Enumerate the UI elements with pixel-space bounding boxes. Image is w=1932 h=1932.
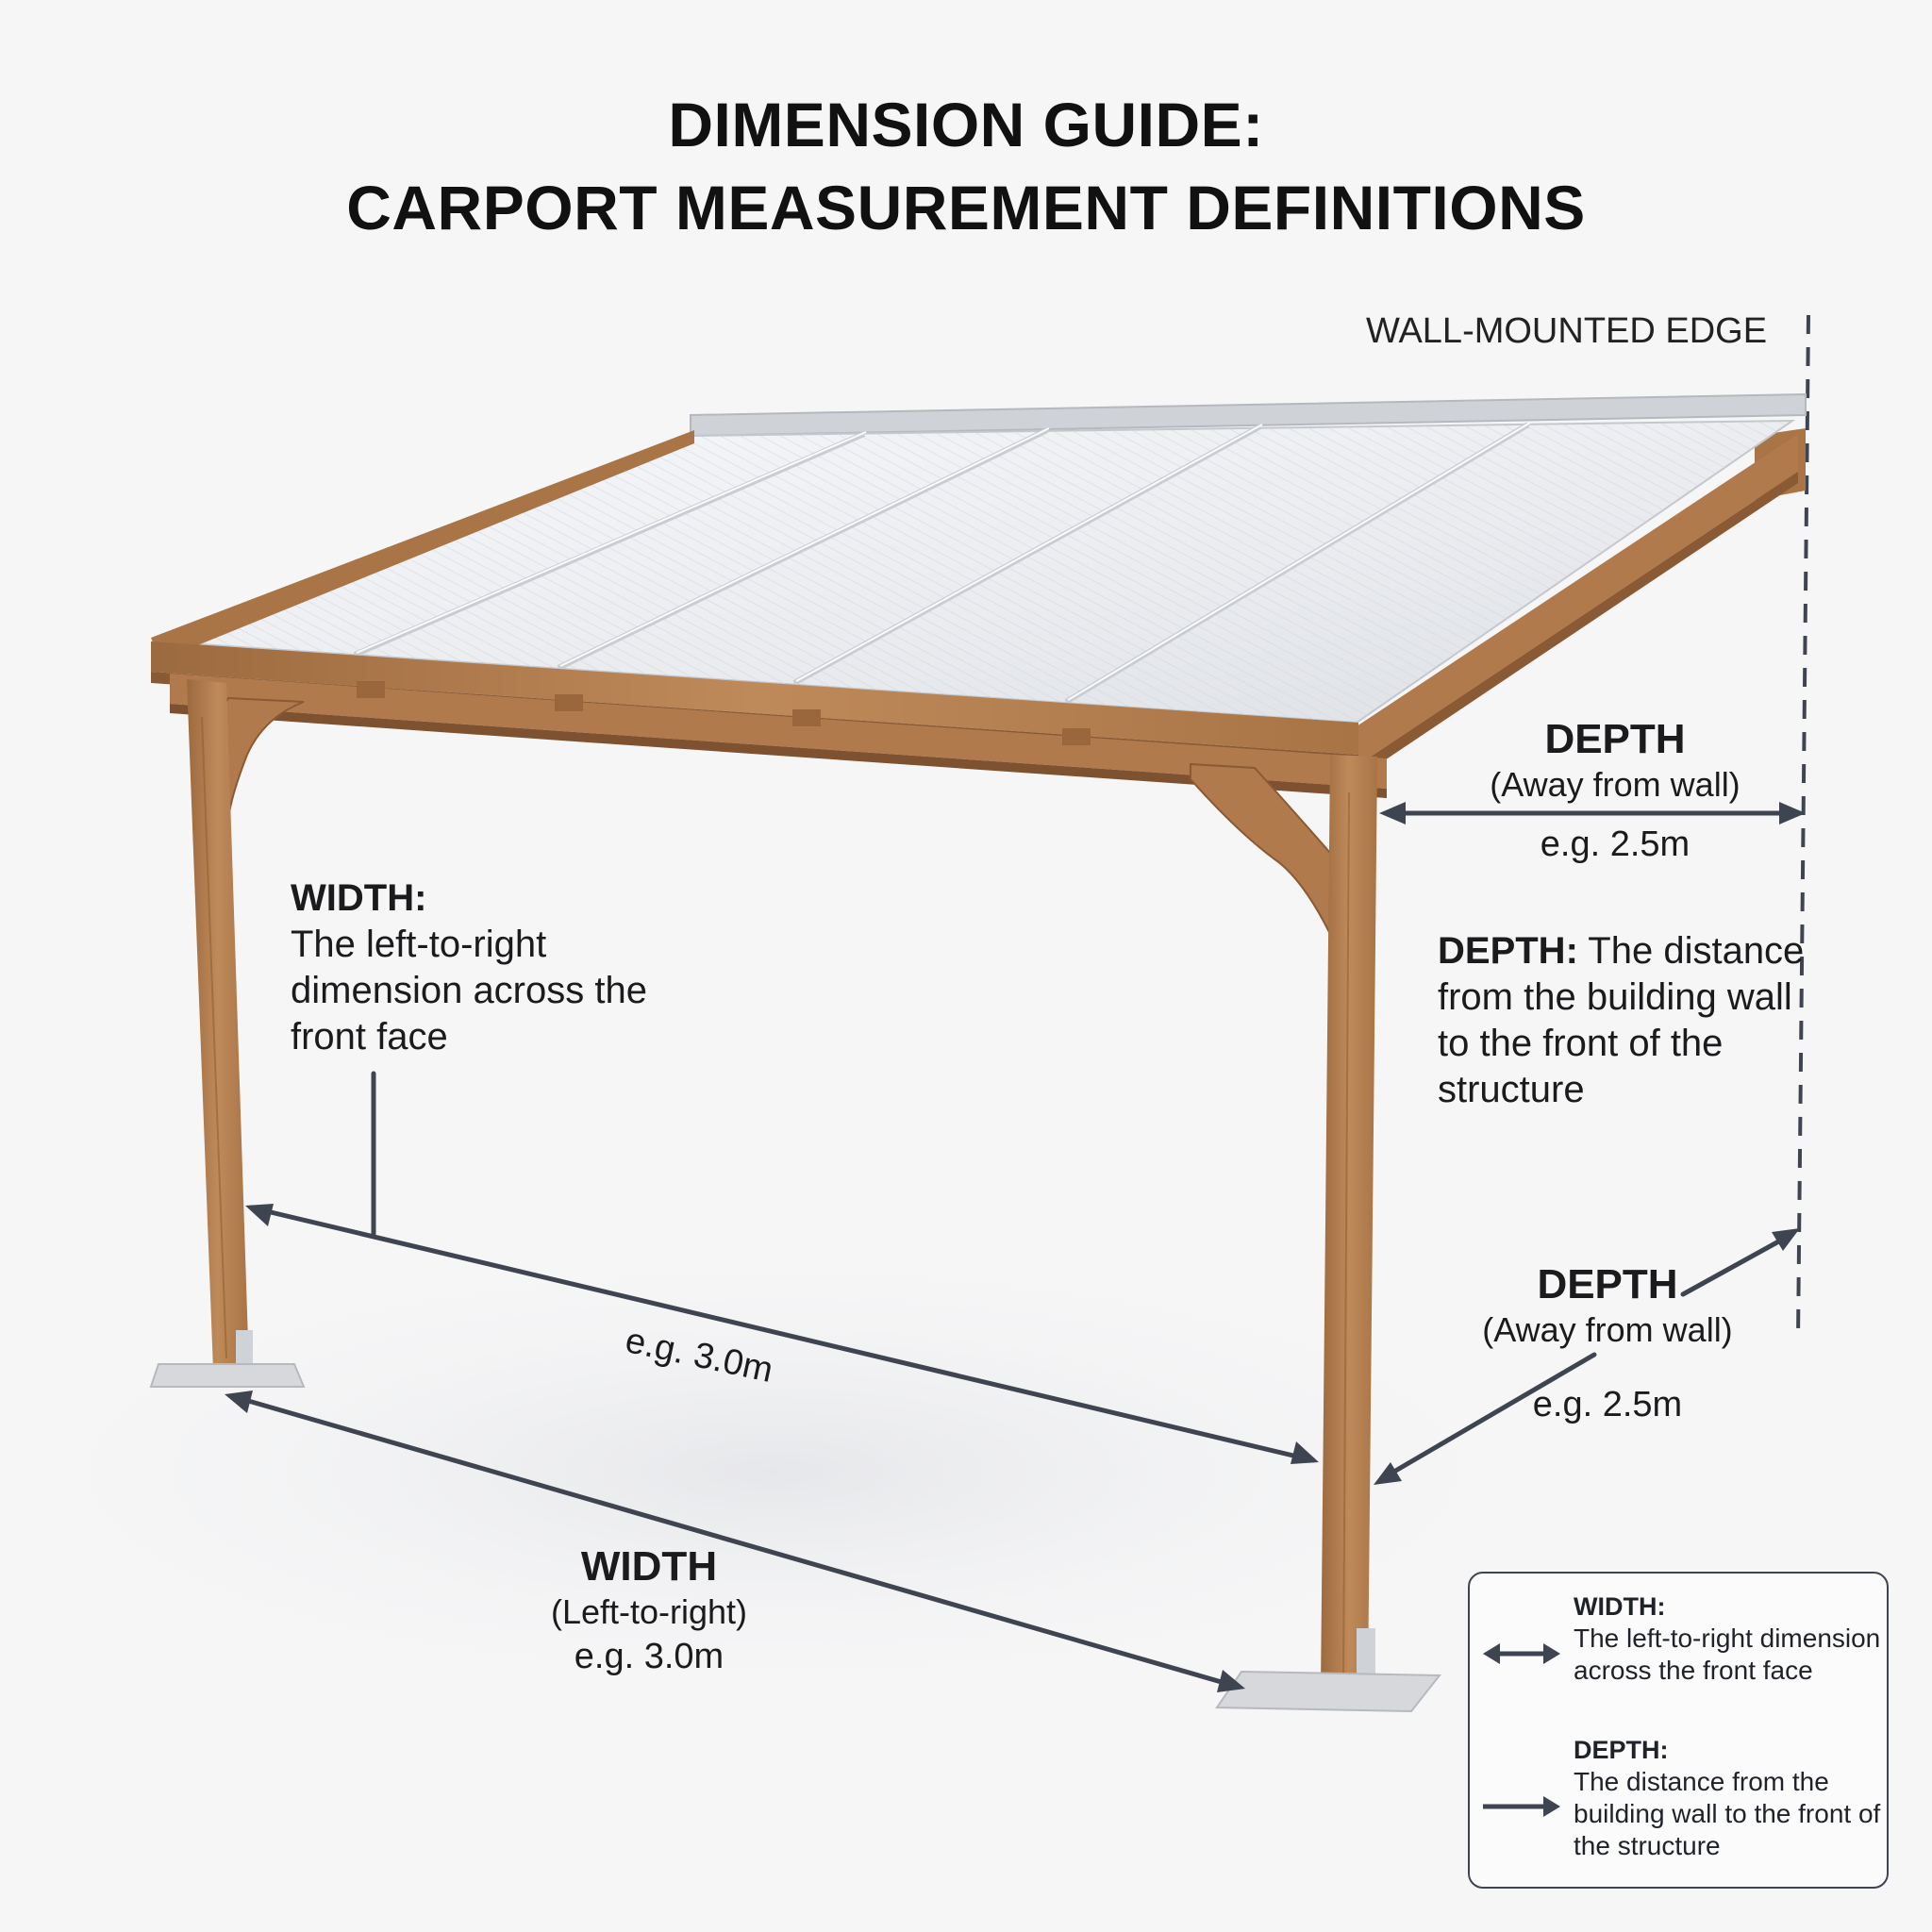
side-beam — [1357, 434, 1798, 766]
depth-bottom-arrow-upper — [1680, 1231, 1795, 1297]
right-post-bracket — [1357, 1628, 1375, 1687]
legend-width-heading: WIDTH: — [1574, 1592, 1666, 1621]
wall-flashing — [690, 392, 1807, 438]
legend-depth-heading: DEPTH: — [1574, 1736, 1669, 1764]
double-arrow-icon — [1483, 1643, 1560, 1664]
width-diagonal-arrow — [248, 1205, 1316, 1463]
rafter-ends — [357, 681, 1091, 745]
depth-top-example: e.g. 2.5m — [1540, 824, 1690, 864]
legend-depth-body: The distance from the building wall to t… — [1574, 1767, 1881, 1860]
width-bottom-arrow — [229, 1393, 1241, 1690]
arrow-heads — [225, 802, 1806, 1692]
floor-shadow — [0, 1226, 1623, 1717]
width-bottom-annotation: WIDTH (Left-to-right) e.g. 3.0m — [460, 1543, 838, 1679]
left-post-bracket — [236, 1330, 253, 1372]
left-fascia — [151, 430, 694, 660]
depth-top-sub: (Away from wall) — [1490, 765, 1740, 804]
page-title: DIMENSION GUIDE: CARPORT MEASUREMENT DEF… — [0, 83, 1932, 249]
legend-box: WIDTH: The left-to-right dimension acros… — [1468, 1572, 1889, 1889]
right-post — [1321, 755, 1377, 1689]
depth-bottom-annotation: DEPTH (Away from wall) e.g. 2.5m — [1419, 1260, 1796, 1424]
right-base-plate — [1215, 1670, 1442, 1713]
wall-mounted-edge-label: WALL-MOUNTED EDGE — [1366, 311, 1768, 351]
depth-bottom-heading: DEPTH — [1537, 1261, 1678, 1307]
depth-top-heading: DEPTH — [1544, 716, 1686, 762]
depth-top-annotation: DEPTH (Away from wall) e.g. 2.5m — [1426, 715, 1804, 864]
width-bottom-sub: (Left-to-right) — [550, 1592, 748, 1631]
depth-bottom-sub: (Away from wall) — [1482, 1310, 1733, 1349]
depth-desc-body: The distance from the building wall to t… — [1438, 930, 1805, 1110]
depth-desc-heading: DEPTH: — [1438, 930, 1578, 972]
title-line-1: DIMENSION GUIDE: — [668, 90, 1264, 159]
right-brace — [1190, 762, 1331, 935]
legend-width-body: The left-to-right dimension across the f… — [1574, 1624, 1881, 1685]
width-description: WIDTH: The left-to-right dimension acros… — [291, 875, 649, 1060]
width-bottom-heading: WIDTH — [580, 1543, 718, 1590]
depth-bottom-arrow-lower — [1378, 1352, 1597, 1482]
dimension-arrows — [229, 810, 1799, 1690]
left-post — [187, 679, 249, 1370]
width-desc-body: The left-to-right dimension across the f… — [291, 924, 647, 1058]
left-base-plate — [149, 1363, 306, 1388]
right-arrow-icon — [1483, 1796, 1560, 1817]
front-fascia — [151, 641, 1358, 755]
front-beam — [170, 674, 1387, 789]
legend-depth-entry: DEPTH: The distance from the building wa… — [1574, 1734, 1885, 1862]
depth-description: DEPTH: The distance from the building wa… — [1438, 928, 1815, 1113]
wall-edge-dashed-line — [1796, 314, 1810, 1341]
title-line-2: CARPORT MEASUREMENT DEFINITIONS — [346, 173, 1586, 242]
depth-bottom-example: e.g. 2.5m — [1532, 1385, 1683, 1424]
width-desc-heading: WIDTH: — [291, 877, 427, 919]
width-bottom-example: e.g. 3.0m — [574, 1637, 724, 1676]
legend-width-entry: WIDTH: The left-to-right dimension acros… — [1574, 1591, 1885, 1687]
